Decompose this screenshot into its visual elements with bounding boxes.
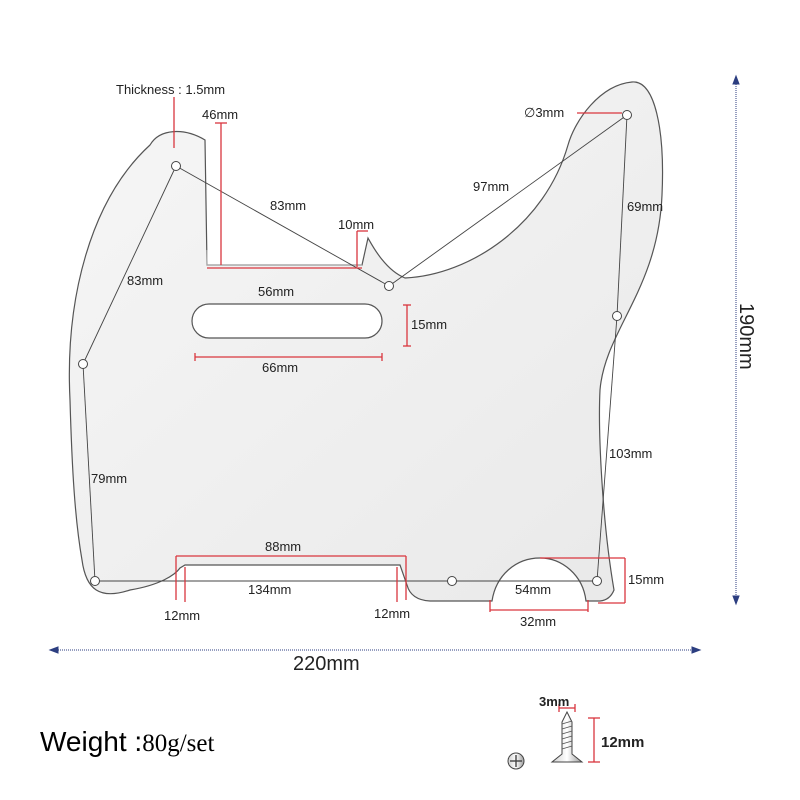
screw-hole (612, 311, 622, 321)
hole-connector-lines (82, 114, 628, 582)
screw-hole (622, 110, 632, 120)
overall-width-label: 220mm (293, 653, 360, 675)
dim-label-side-right-top: 69mm (627, 199, 663, 214)
dim-label-diag-right: 97mm (473, 179, 509, 194)
pickup-slot (191, 303, 383, 339)
thickness-label: Thickness : 1.5mm (116, 82, 225, 97)
dim-label-notch: 10mm (338, 217, 374, 232)
dim-label-slot-width: 66mm (262, 360, 298, 375)
dim-label-bottom-span: 134mm (248, 582, 291, 597)
overall-height-label: 190mm (735, 303, 757, 370)
screw-hole (447, 576, 457, 586)
dim-label-neck-pocket: 56mm (258, 284, 294, 299)
screw-holes (78, 110, 632, 586)
screw-detail: 3mm 12mm (507, 694, 644, 770)
screw-hole (592, 576, 602, 586)
dim-label-diag-left: 83mm (270, 198, 306, 213)
screw-hole (384, 281, 394, 291)
dim-label-side-left-low: 79mm (91, 471, 127, 486)
dim-label-jack-cut-height: 15mm (628, 572, 664, 587)
phillips-screw-head-icon (507, 752, 525, 770)
screw-length-dim-label: 12mm (601, 734, 644, 751)
dim-label-tab-left: 12mm (164, 608, 200, 623)
red-dimension-lines (173, 97, 626, 612)
dim-label-tab-right: 12mm (374, 606, 410, 621)
pickguard-outline (68, 81, 664, 602)
screw-hole (171, 161, 181, 171)
dim-label-jack-cut-width: 54mm (515, 582, 551, 597)
screw-head-dim-label: 3mm (539, 694, 569, 709)
dim-label-side-left: 83mm (127, 273, 163, 288)
overall-dimension-lines (48, 74, 740, 654)
dim-label-bridge-opening: 88mm (265, 539, 301, 554)
neck-pocket-edge (206, 250, 362, 266)
weight-spec: Weight :80g/set (40, 726, 214, 758)
dim-label-jack-cut-base: 32mm (520, 614, 556, 629)
dim-label-side-right-low: 103mm (609, 446, 652, 461)
screw-icon (550, 710, 584, 763)
screw-hole (78, 359, 88, 369)
screw-hole (90, 576, 100, 586)
dim-label-slot-height: 15mm (411, 317, 447, 332)
dim-label-width-top: 46mm (202, 107, 238, 122)
weight-label: Weight : (40, 726, 143, 757)
weight-value: 80g/set (142, 730, 215, 757)
dim-label-hole-diameter: ∅3mm (524, 105, 564, 120)
